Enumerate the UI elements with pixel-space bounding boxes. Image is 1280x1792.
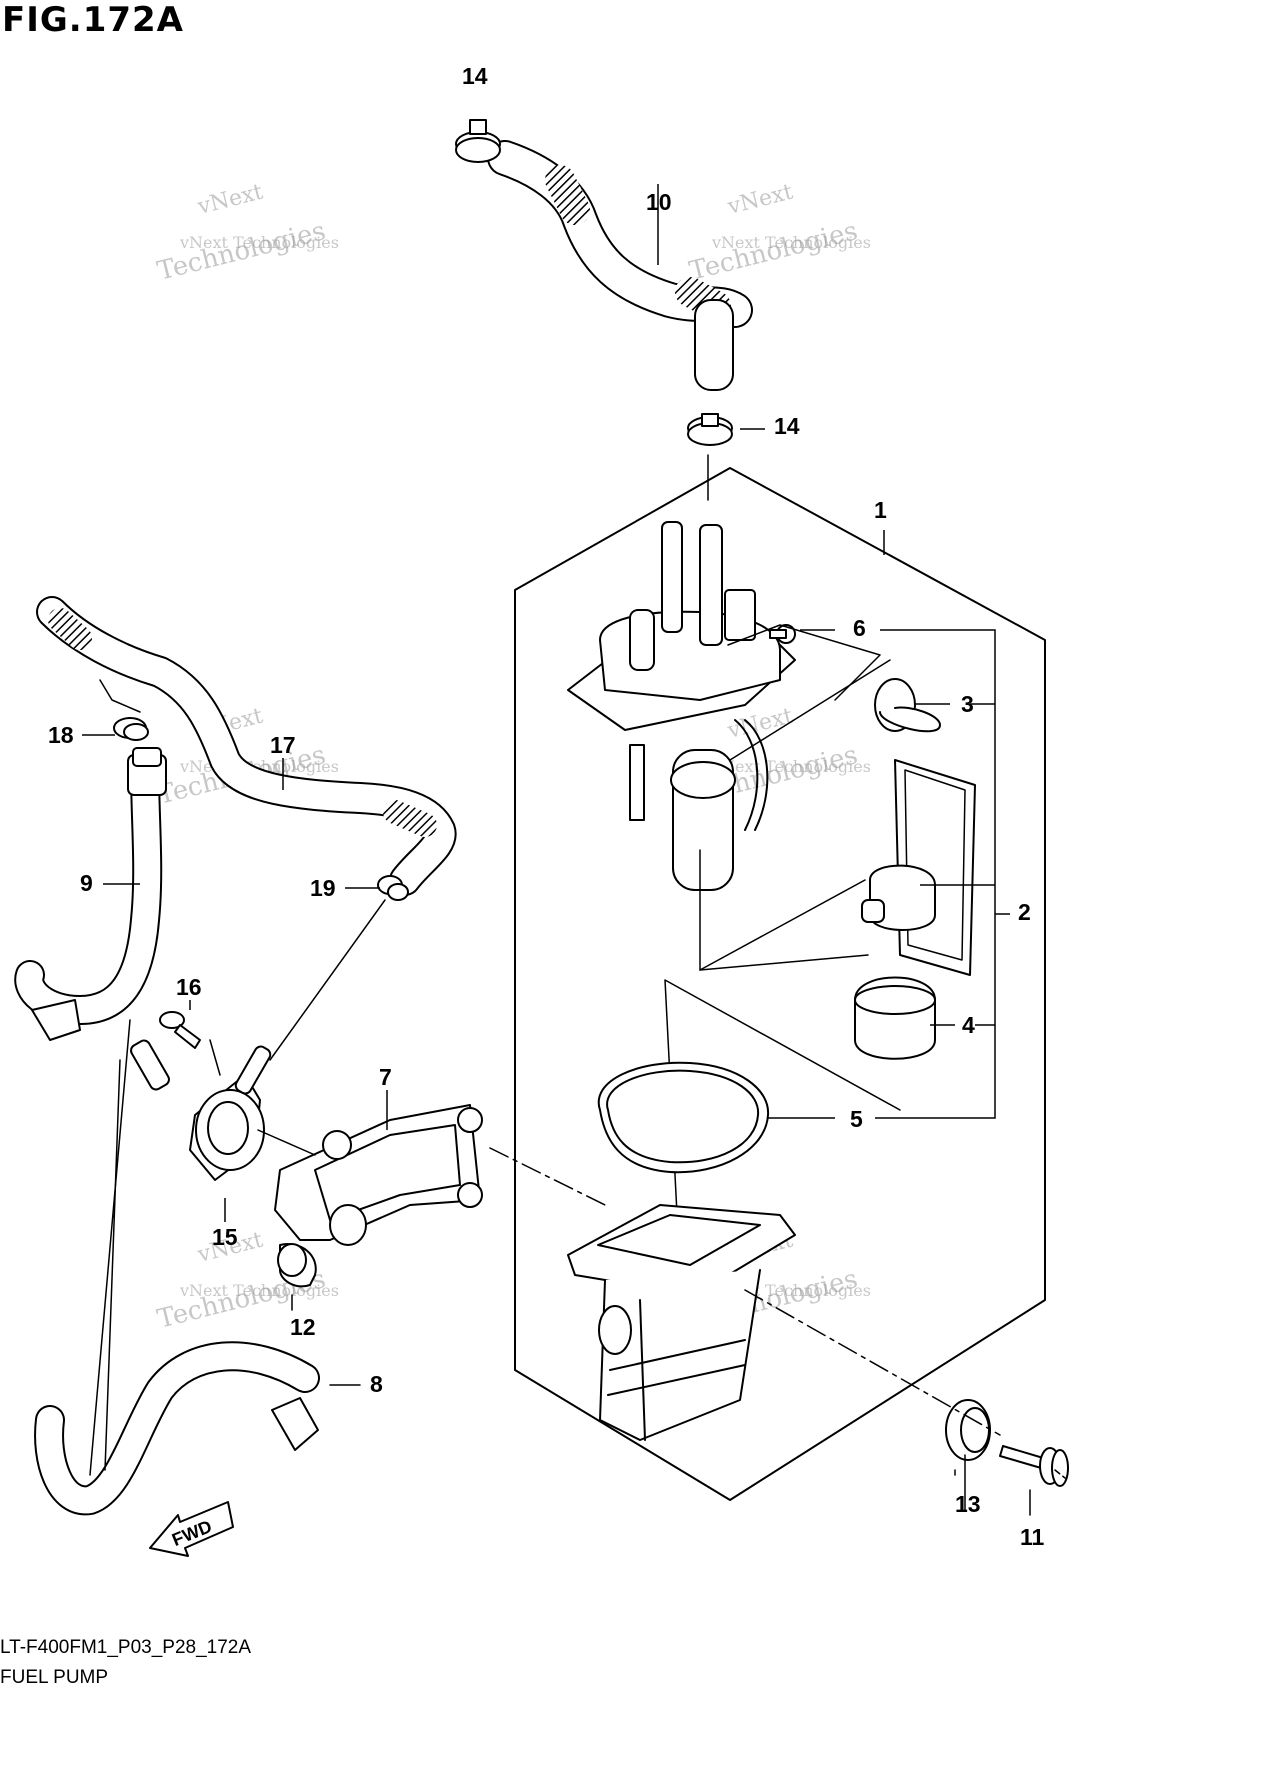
hose-10 — [487, 140, 753, 391]
callout-1: 1 — [874, 497, 887, 523]
callout-7: 7 — [379, 1064, 392, 1090]
callout-19: 19 — [310, 875, 336, 901]
callout-14: 14 — [774, 413, 800, 439]
clamp-14-top — [455, 119, 501, 163]
figure-name: FUEL PUMP — [0, 1667, 109, 1688]
callout-9: 9 — [80, 870, 93, 896]
svg-text:Technologies: Technologies — [686, 216, 860, 287]
callout-10: 10 — [646, 189, 672, 215]
clamp-14-lower — [687, 413, 733, 446]
callout-11: 11 — [1020, 1524, 1045, 1550]
fuel-tank-housing — [567, 1204, 796, 1441]
bracket-7 — [274, 1104, 483, 1246]
regulator-3 — [874, 678, 941, 733]
callout-12: 12 — [290, 1314, 316, 1340]
svg-text:vNext: vNext — [194, 180, 265, 220]
filter-2 — [861, 759, 976, 976]
clamp-19 — [377, 875, 409, 901]
grommet-12 — [277, 1243, 317, 1288]
hose-17 — [36, 596, 457, 896]
callout-14: 14 — [462, 63, 488, 89]
holder-4 — [854, 976, 936, 1060]
callout-17: 17 — [270, 732, 296, 758]
callout-15: 15 — [212, 1224, 238, 1250]
drawing-code: LT-F400FM1_P03_P28_172A — [0, 1637, 252, 1658]
gasket-5 — [597, 1061, 770, 1174]
hose-9 — [14, 747, 167, 1041]
grommet-13 — [945, 1399, 991, 1461]
watermark: vNext vNext Technologies Technologies — [686, 180, 871, 287]
fwd-arrow — [149, 1501, 234, 1557]
svg-text:vNext: vNext — [724, 180, 795, 220]
valve-15 — [130, 1039, 272, 1181]
callout-3: 3 — [961, 691, 974, 717]
clamp-18 — [113, 717, 149, 741]
callout-13: 13 — [955, 1491, 981, 1517]
bolt-16 — [159, 1011, 201, 1049]
bolt-11 — [999, 1445, 1069, 1487]
callout-16: 16 — [176, 974, 202, 1000]
callout-8: 8 — [370, 1371, 383, 1397]
watermarks: vNext vNext Technologies Technologies vN… — [154, 180, 871, 1335]
figure-title: FIG.172A — [2, 0, 184, 40]
svg-text:Technologies: Technologies — [154, 216, 328, 287]
callouts: 14 10 14 1 6 3 2 4 5 7 18 17 9 19 16 15 … — [48, 63, 1045, 1550]
callout-2: 2 — [1018, 899, 1031, 925]
fuel-pump-module — [567, 521, 796, 891]
callout-4: 4 — [962, 1012, 975, 1038]
screw-6 — [769, 624, 796, 644]
watermark: vNext vNext Technologies Technologies — [154, 180, 339, 287]
svg-text:vNext Technologies: vNext Technologies — [179, 233, 339, 252]
callout-18: 18 — [48, 722, 74, 748]
callout-5: 5 — [850, 1106, 863, 1132]
callout-6: 6 — [853, 615, 866, 641]
hose-8 — [34, 1341, 320, 1516]
assembly-outline — [514, 467, 1046, 1501]
svg-text:vNext Technologies: vNext Technologies — [711, 233, 871, 252]
svg-text:vNext Technologies: vNext Technologies — [711, 757, 871, 776]
